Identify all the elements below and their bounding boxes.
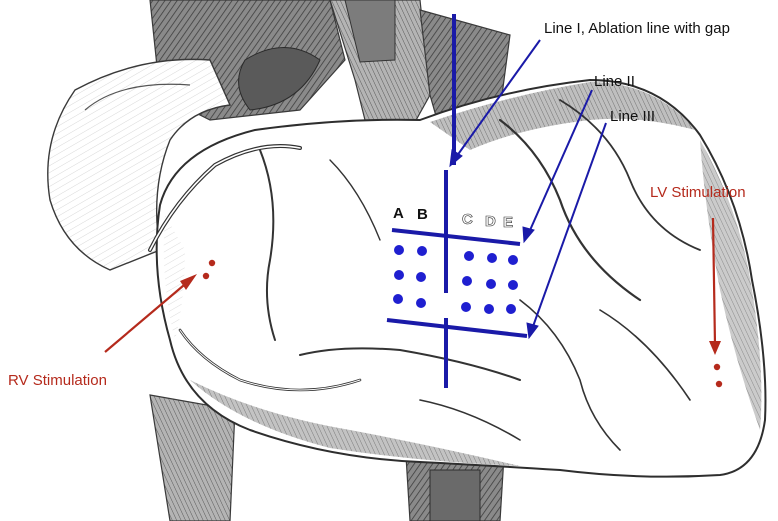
electrode-b1: [417, 246, 427, 256]
electrode-a3: [393, 294, 403, 304]
label-line-i: Line I, Ablation line with gap: [544, 20, 730, 37]
rv-stim-dot-2: [203, 273, 209, 279]
column-label-a: A: [393, 205, 404, 222]
label-lv-stimulation: LV Stimulation: [650, 184, 746, 201]
label-line-iii: Line III: [610, 108, 655, 125]
label-line-ii: Line II: [594, 73, 635, 90]
electrode-c1: [464, 251, 474, 261]
electrode-e2: [508, 280, 518, 290]
electrode-d2: [486, 279, 496, 289]
electrode-c3: [461, 302, 471, 312]
electrode-e3: [506, 304, 516, 314]
column-label-b: B: [417, 206, 428, 223]
column-label-d: D: [485, 213, 496, 230]
electrode-b2: [416, 272, 426, 282]
electrode-b3: [416, 298, 426, 308]
column-label-e: E: [503, 214, 513, 231]
electrode-d3: [484, 304, 494, 314]
rv-stim-dot-1: [209, 260, 215, 266]
electrode-e1: [508, 255, 518, 265]
electrode-c2: [462, 276, 472, 286]
column-label-c: C: [462, 211, 473, 228]
lv-stim-dot-2: [716, 381, 722, 387]
ventricles: [157, 80, 766, 477]
electrode-d1: [487, 253, 497, 263]
electrode-a1: [394, 245, 404, 255]
label-rv-stimulation: RV Stimulation: [8, 372, 107, 389]
electrode-a2: [394, 270, 404, 280]
lv-stim-dot-1: [714, 364, 720, 370]
